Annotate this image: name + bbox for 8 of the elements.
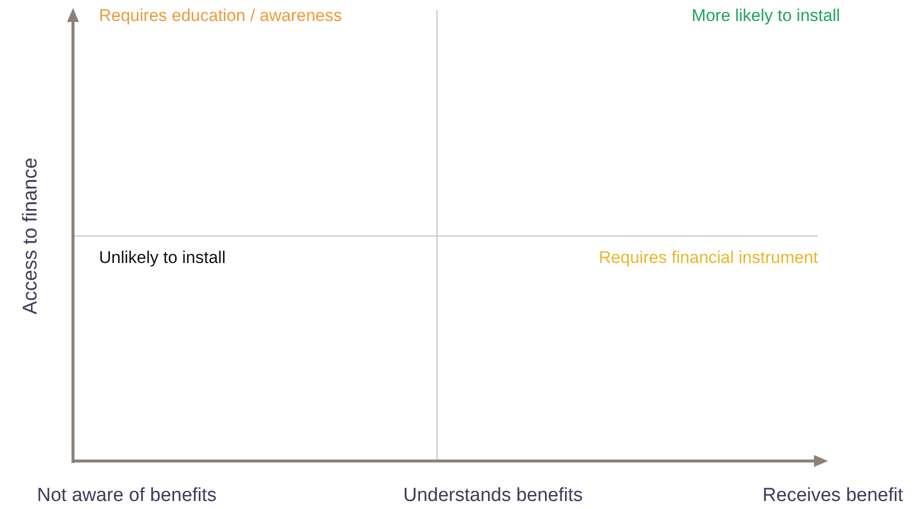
axis-label: Access to finance (18, 158, 42, 314)
axis-label: Not aware of benefits (37, 484, 217, 508)
quadrant-label: Requires financial instrument (598, 247, 818, 268)
quadrant-label: Unlikely to install (99, 247, 226, 268)
axis-label: Understands benefits (403, 484, 583, 508)
quadrant-label: Requires education / awareness (99, 5, 342, 26)
quadrant-label: More likely to install (692, 5, 840, 26)
axis-label: Receives benefit (762, 484, 903, 508)
